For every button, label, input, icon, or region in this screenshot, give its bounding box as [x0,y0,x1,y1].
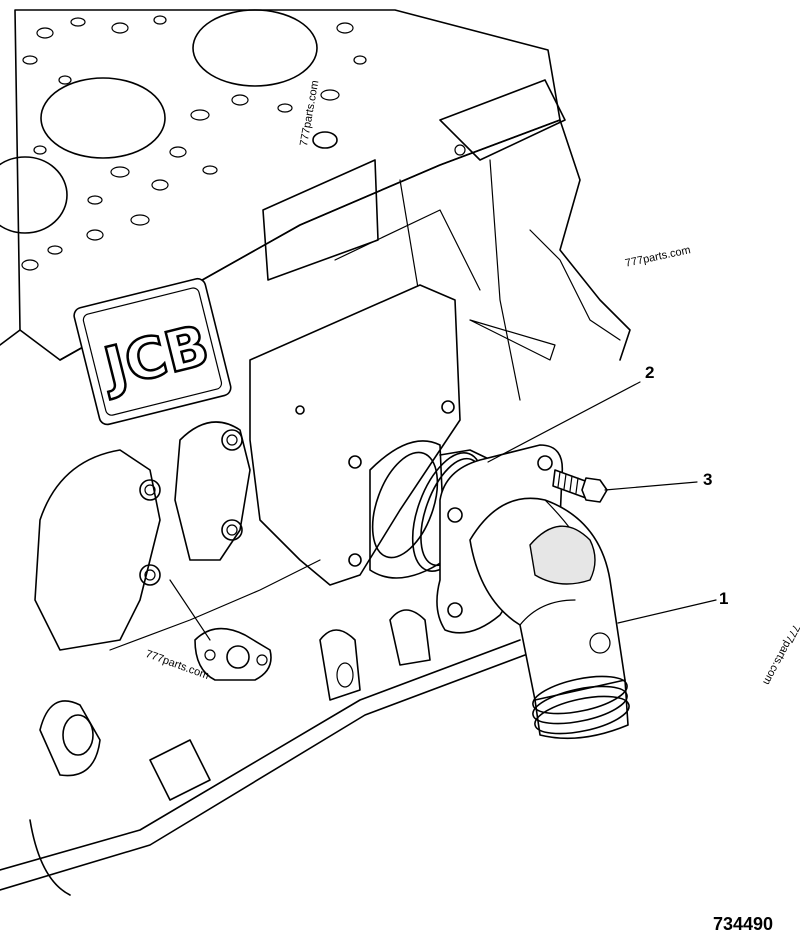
outlet-elbow-part [436,444,630,740]
leader-line-2 [487,381,641,463]
leader-line-3 [604,481,698,491]
cylinder-deck [0,9,561,361]
callout-1: 1 [719,589,729,608]
jcb-logo: JCB [73,277,232,426]
thermostat-housing [249,284,461,586]
drawing-number: 734490 [713,914,774,934]
callout-2: 2 [645,363,655,382]
bolt-part [552,469,608,503]
block-front-face [0,79,631,401]
callout-3: 3 [703,470,713,489]
lower-block-bosses [0,421,526,896]
leader-line-1 [617,599,717,624]
leader-lines [487,381,717,624]
